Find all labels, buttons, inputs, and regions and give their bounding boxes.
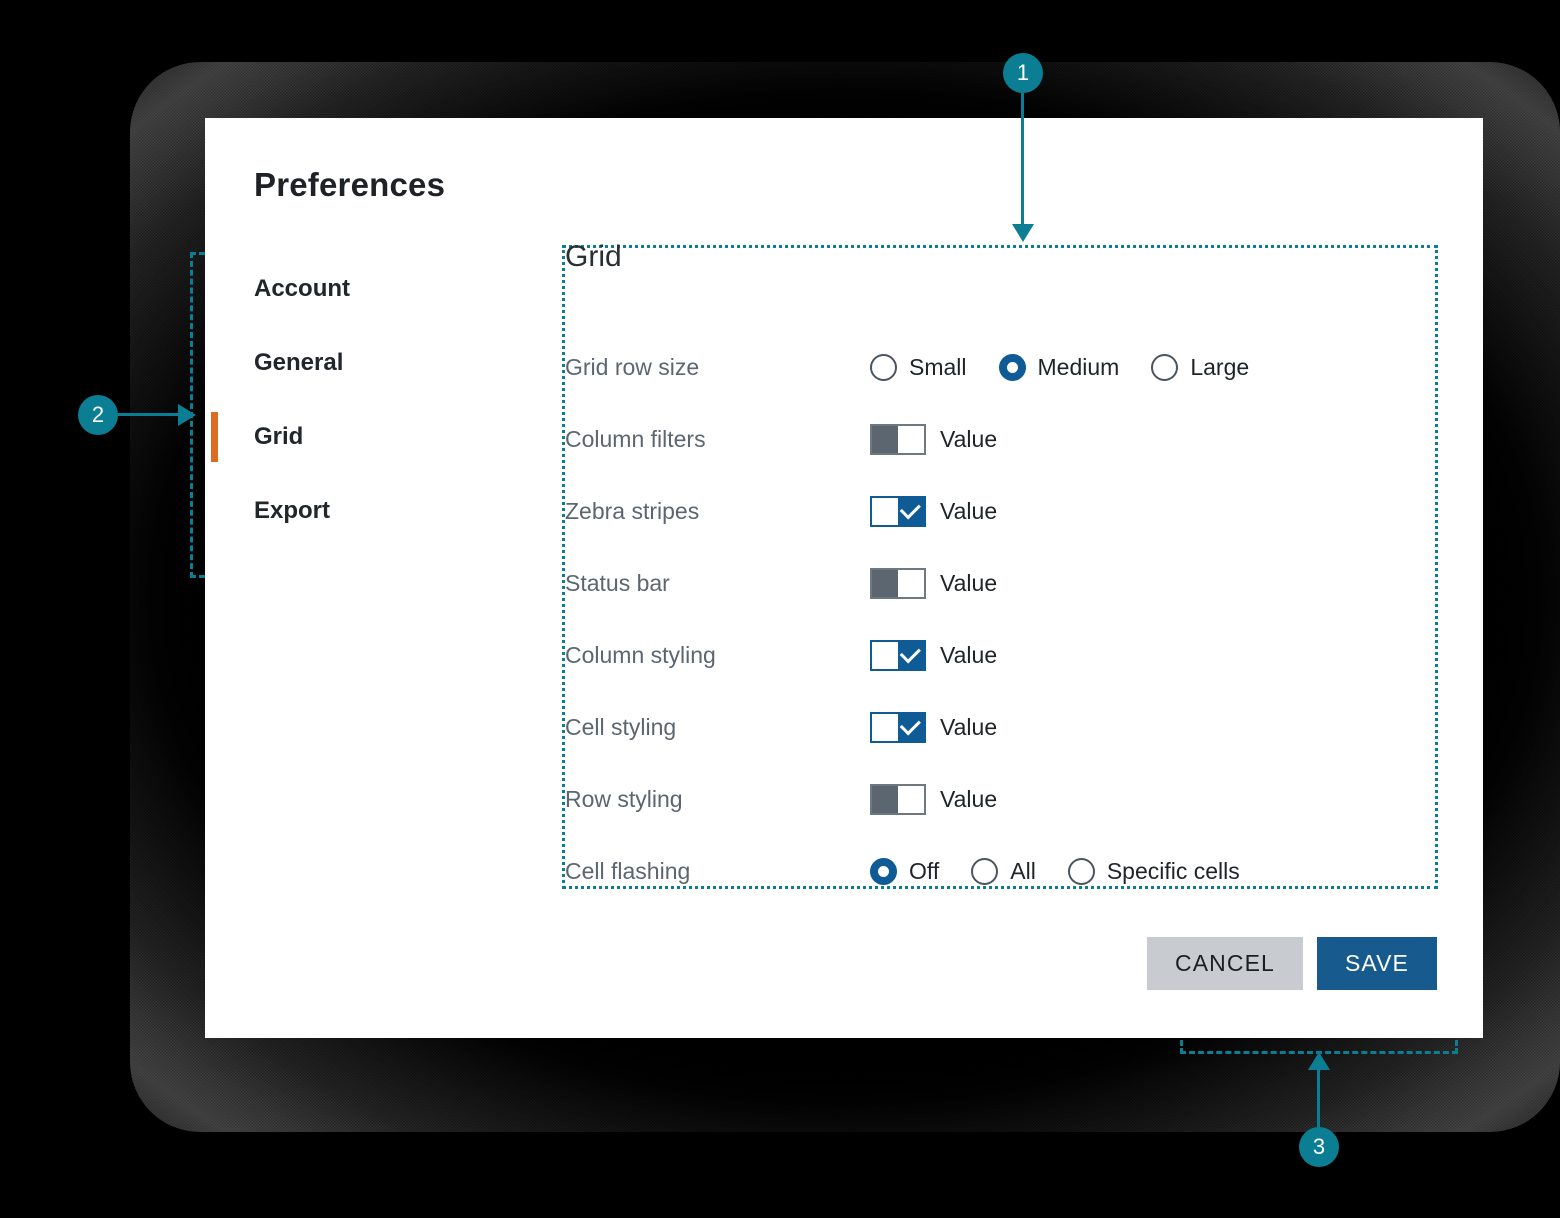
toggle-track <box>898 425 924 453</box>
check-icon <box>899 498 921 520</box>
radio-option-specific-cells[interactable]: Specific cells <box>1067 857 1240 885</box>
preferences-dialog: Preferences Account General Grid Export … <box>205 118 1483 1038</box>
sidebar-item-export[interactable]: Export <box>205 474 505 548</box>
row-label: Cell styling <box>565 713 677 740</box>
radio-group-cell-flashing: Off All Specific cells <box>870 857 1240 885</box>
toggle-switch-on[interactable] <box>870 711 926 743</box>
toggle-knob <box>898 713 924 741</box>
radio-option-large[interactable]: Large <box>1151 353 1250 381</box>
toggle-knob <box>872 569 898 597</box>
annotation-leader-line-2 <box>118 413 190 416</box>
radio-option-medium[interactable]: Medium <box>998 353 1120 381</box>
sidebar-item-label: Account <box>254 275 350 302</box>
form-row-column-filters: Column filters Value <box>565 403 1435 475</box>
switch-value-label: Value <box>940 641 998 668</box>
toggle-switch-off[interactable] <box>870 567 926 599</box>
form-row-cell-flashing: Cell flashing Off All Specific cells <box>565 835 1435 907</box>
toggle-switch-off[interactable] <box>870 423 926 455</box>
settings-form: Grid row size Small Medium Large <box>565 331 1435 907</box>
toggle-switch-on[interactable] <box>870 639 926 671</box>
row-label: Status bar <box>565 569 670 596</box>
switch-control-column-filters: Value <box>870 423 998 455</box>
radio-option-small[interactable]: Small <box>870 353 967 381</box>
radio-option-label: All <box>1010 857 1036 884</box>
toggle-track <box>898 785 924 813</box>
radio-mark-icon <box>870 353 897 381</box>
form-row-column-styling: Column styling Value <box>565 619 1435 691</box>
form-row-cell-styling: Cell styling Value <box>565 691 1435 763</box>
toggle-track <box>872 497 898 525</box>
annotation-arrow-3 <box>1308 1052 1330 1070</box>
switch-value-label: Value <box>940 497 998 524</box>
footer-action-buttons: CANCEL SAVE <box>1147 937 1437 990</box>
radio-mark-selected-icon <box>870 857 897 885</box>
radio-option-off[interactable]: Off <box>870 857 940 885</box>
switch-control-row-styling: Value <box>870 783 998 815</box>
annotation-marker-2: 2 <box>78 395 118 435</box>
annotation-leader-line-3 <box>1317 1070 1320 1130</box>
radio-mark-icon <box>1067 857 1095 885</box>
sidebar-item-grid[interactable]: Grid <box>205 400 505 474</box>
annotation-marker-1: 1 <box>1003 53 1043 93</box>
form-row-zebra-stripes: Zebra stripes Value <box>565 475 1435 547</box>
form-row-status-bar: Status bar Value <box>565 547 1435 619</box>
check-icon <box>899 642 921 664</box>
toggle-knob <box>872 785 898 813</box>
radio-mark-icon <box>1151 353 1179 381</box>
section-title: Grid <box>565 240 622 273</box>
toggle-track <box>898 569 924 597</box>
save-button[interactable]: SAVE <box>1316 937 1437 990</box>
row-label: Row styling <box>565 785 683 812</box>
switch-control-column-styling: Value <box>870 639 998 671</box>
radio-option-label: Small <box>909 353 967 380</box>
row-label: Column styling <box>565 641 716 668</box>
page-title: Preferences <box>254 166 446 203</box>
annotation-leader-line-1 <box>1021 93 1024 233</box>
grid-section-content: Grid Grid row size Small Medium <box>562 240 1438 889</box>
radio-mark-icon <box>971 857 999 885</box>
check-icon <box>899 714 921 736</box>
form-row-row-styling: Row styling Value <box>565 763 1435 835</box>
sidebar-item-account[interactable]: Account <box>205 252 505 326</box>
toggle-knob <box>898 641 924 669</box>
toggle-switch-on[interactable] <box>870 495 926 527</box>
sidebar-item-label: General <box>254 349 344 376</box>
switch-value-label: Value <box>940 785 998 812</box>
radio-mark-selected-icon <box>998 353 1026 381</box>
radio-option-all[interactable]: All <box>971 857 1036 885</box>
switch-value-label: Value <box>940 713 998 740</box>
row-label: Cell flashing <box>565 857 691 884</box>
radio-option-label: Medium <box>1037 353 1120 380</box>
radio-option-label: Off <box>909 857 940 884</box>
row-label: Zebra stripes <box>565 497 700 524</box>
sidebar-item-label: Export <box>254 497 331 524</box>
row-label: Grid row size <box>565 353 700 380</box>
sidebar-item-general[interactable]: General <box>205 326 505 400</box>
switch-value-label: Value <box>940 569 998 596</box>
toggle-track <box>872 713 898 741</box>
sidebar-navigation: Account General Grid Export <box>205 252 505 548</box>
toggle-track <box>872 641 898 669</box>
radio-group-grid-row-size: Small Medium Large <box>870 353 1250 381</box>
switch-control-cell-styling: Value <box>870 711 998 743</box>
annotation-arrow-1 <box>1012 224 1034 242</box>
radio-option-label: Large <box>1190 353 1250 380</box>
switch-control-status-bar: Value <box>870 567 998 599</box>
annotation-arrow-2 <box>178 404 196 426</box>
switch-value-label: Value <box>940 425 998 452</box>
annotation-marker-3: 3 <box>1299 1127 1339 1167</box>
radio-option-label: Specific cells <box>1106 857 1240 884</box>
sidebar-item-label: Grid <box>254 423 304 450</box>
switch-control-zebra-stripes: Value <box>870 495 998 527</box>
toggle-switch-off[interactable] <box>870 783 926 815</box>
form-row-grid-row-size: Grid row size Small Medium Large <box>565 331 1435 403</box>
row-label: Column filters <box>565 425 706 452</box>
toggle-knob <box>872 425 898 453</box>
toggle-knob <box>898 497 924 525</box>
cancel-button[interactable]: CANCEL <box>1147 937 1303 990</box>
